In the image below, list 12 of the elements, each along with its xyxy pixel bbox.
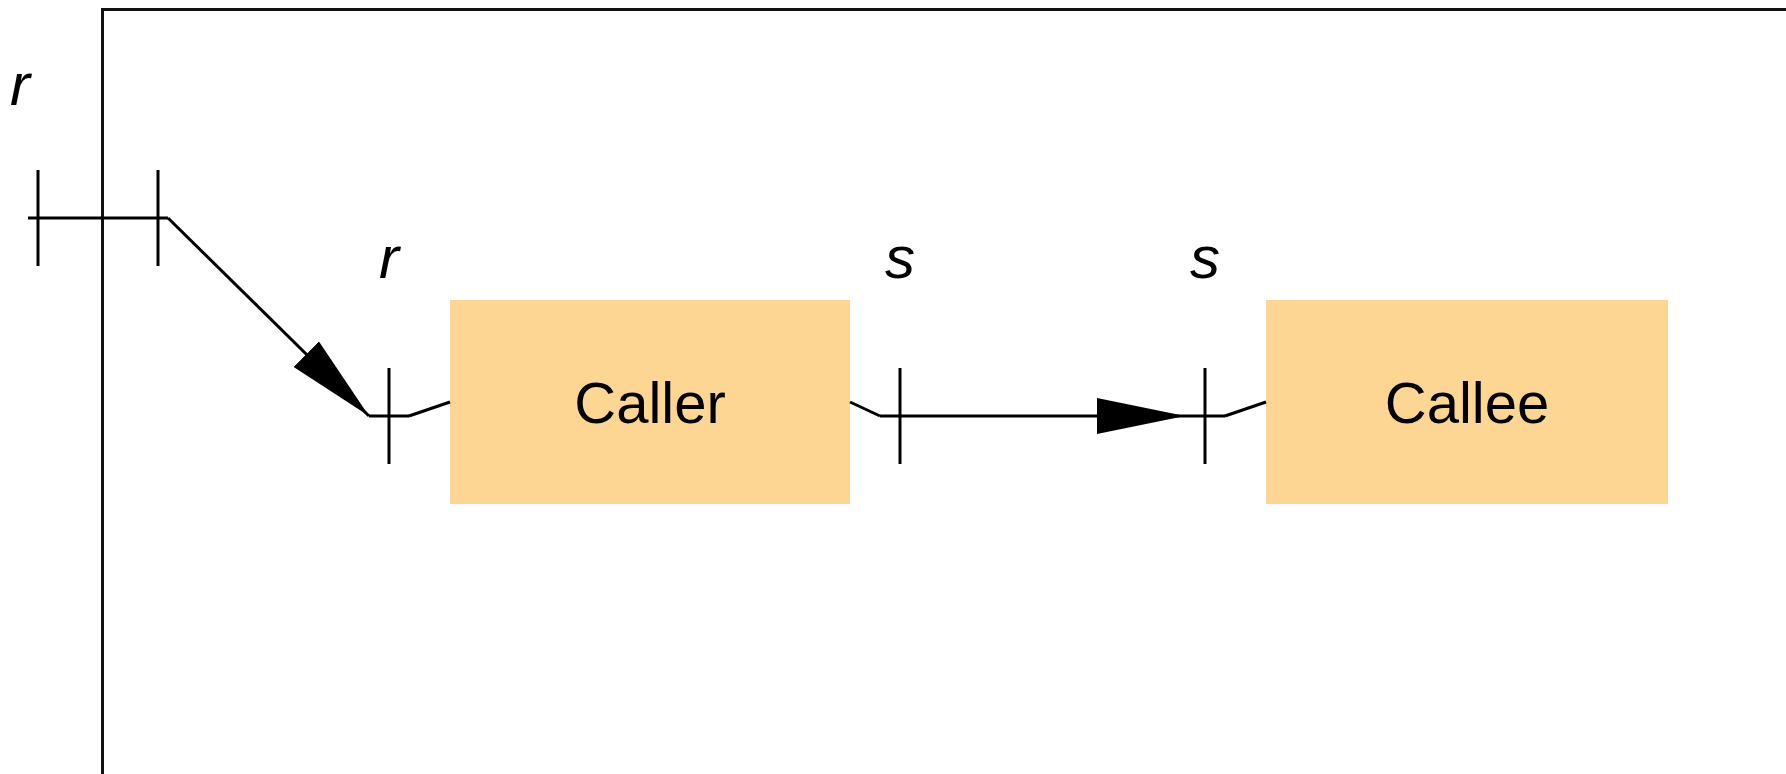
connector-line [408, 400, 451, 418]
connector-line [1224, 400, 1267, 418]
port-label: s [884, 228, 916, 288]
port-label: s [1189, 228, 1221, 288]
arrow [166, 216, 371, 418]
arrow [920, 398, 1185, 434]
port-label: r [378, 228, 402, 288]
capsule-box: Callee [1266, 300, 1668, 504]
port-label: r [10, 55, 30, 115]
capsule-box: Caller [450, 300, 850, 504]
container-frame [101, 8, 1786, 774]
connector-line [849, 400, 881, 418]
